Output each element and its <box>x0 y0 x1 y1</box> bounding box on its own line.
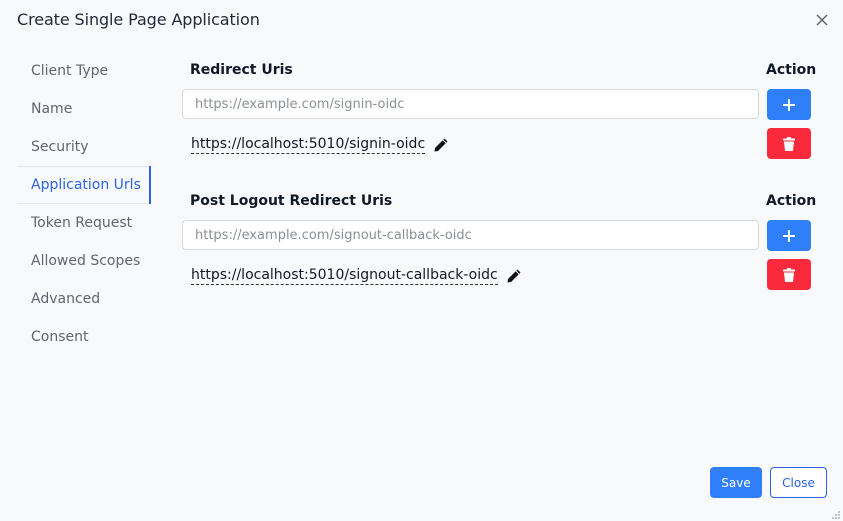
redirect-uri-item: https://localhost:5010/signin-oidc <box>191 136 449 154</box>
redirect-uri-value[interactable]: https://localhost:5010/signin-oidc <box>191 136 426 154</box>
trash-icon <box>783 136 795 151</box>
sidebar-item-client-type[interactable]: Client Type <box>31 63 109 79</box>
sidebar-item-advanced[interactable]: Advanced <box>31 291 101 307</box>
close-button[interactable]: Close <box>770 467 827 498</box>
redirect-action-heading: Action <box>766 62 817 78</box>
sidebar-nav: Client Type Name Security Application Ur… <box>17 52 151 356</box>
redirect-uri-input[interactable] <box>182 89 759 119</box>
sidebar-item-name[interactable]: Name <box>31 101 73 117</box>
add-redirect-uri-button[interactable] <box>767 89 811 120</box>
delete-redirect-uri-button[interactable] <box>767 128 811 159</box>
post-logout-uri-item: https://localhost:5010/signout-callback-… <box>191 267 522 285</box>
add-post-logout-uri-button[interactable] <box>767 220 811 251</box>
plus-icon <box>783 229 795 242</box>
post-logout-uri-value[interactable]: https://localhost:5010/signout-callback-… <box>191 267 498 285</box>
pencil-icon[interactable] <box>506 268 522 284</box>
pencil-icon[interactable] <box>433 137 449 153</box>
sidebar-item-allowed-scopes[interactable]: Allowed Scopes <box>31 253 141 269</box>
trash-icon <box>783 267 795 282</box>
sidebar-item-consent[interactable]: Consent <box>31 329 89 345</box>
redirect-uris-heading: Redirect Uris <box>190 62 293 78</box>
post-logout-uris-heading: Post Logout Redirect Uris <box>190 193 393 209</box>
save-button[interactable]: Save <box>710 467 762 498</box>
plus-icon <box>783 98 795 111</box>
delete-post-logout-uri-button[interactable] <box>767 259 811 290</box>
sidebar-item-application-urls[interactable]: Application Urls <box>17 166 151 204</box>
post-logout-uri-input[interactable] <box>182 220 759 250</box>
sidebar-item-token-request[interactable]: Token Request <box>31 215 133 231</box>
dialog-title: Create Single Page Application <box>17 10 260 29</box>
sidebar-item-security[interactable]: Security <box>31 139 89 155</box>
close-icon[interactable] <box>814 12 830 28</box>
resize-handle-icon[interactable] <box>829 508 841 520</box>
post-logout-action-heading: Action <box>766 193 817 209</box>
